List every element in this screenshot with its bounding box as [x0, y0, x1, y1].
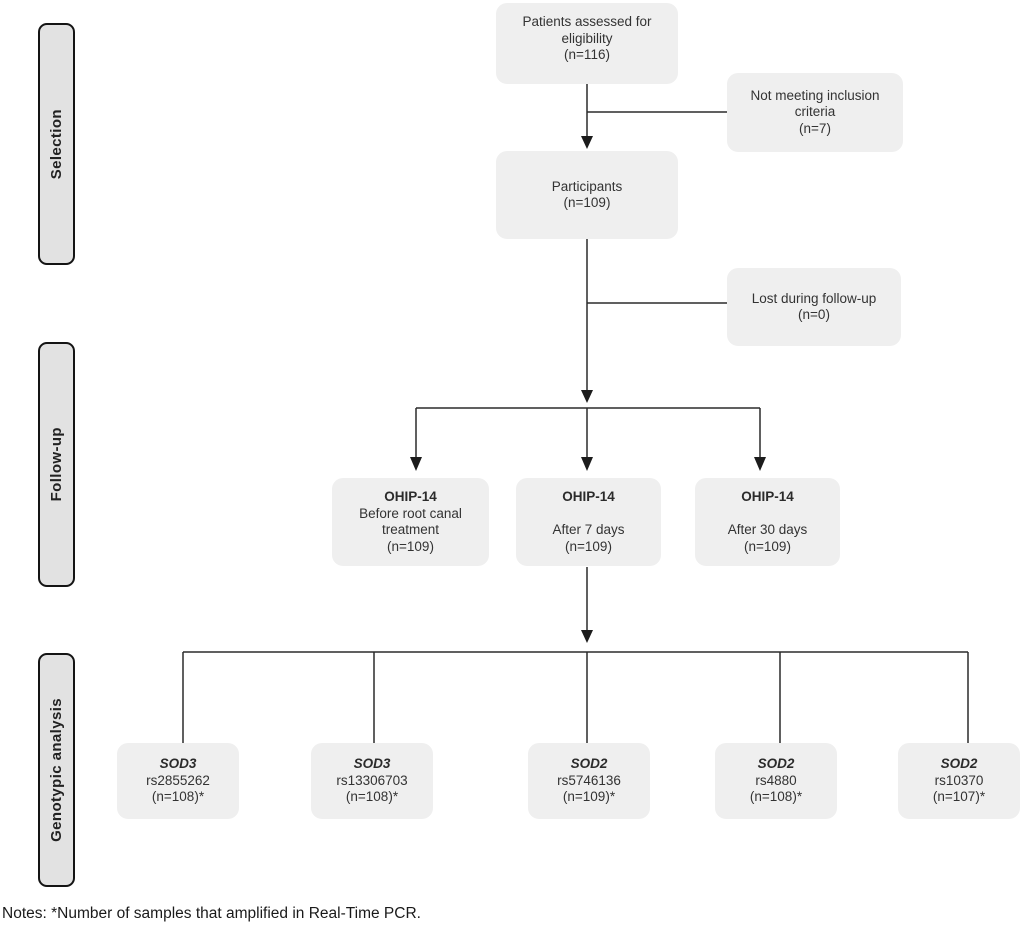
- stage-label-genotypic-analysis: Genotypic analysis: [38, 653, 75, 887]
- node-title: OHIP-14: [741, 489, 794, 504]
- node-count: (n=109): [565, 538, 612, 554]
- node-gene: SOD2: [940, 756, 978, 772]
- node-count: (n=108)*: [151, 789, 205, 805]
- arrow-eligibility-to-participants: [581, 84, 593, 149]
- arrow-participants-to-followup: [581, 239, 593, 403]
- flow-node-sod3-rs2855262: SOD3 rs2855262 (n=108)*: [117, 743, 239, 819]
- flow-node-eligibility: Patients assessed for eligibility (n=116…: [496, 3, 678, 84]
- flow-node-ohip-baseline: OHIP-14 Before root canal treatment (n=1…: [332, 478, 489, 566]
- flow-node-sod2-rs10370: SOD2 rs10370 (n=107)*: [898, 743, 1020, 819]
- arrow-to-ohip-30days: [754, 408, 766, 471]
- node-rs-id: rs5746136: [557, 772, 621, 788]
- node-text: Not meeting inclusion criteria: [750, 87, 880, 120]
- node-count: (n=109)*: [562, 789, 616, 805]
- node-rs-id: rs13306703: [336, 772, 408, 788]
- node-text: Patients assessed for eligibility: [522, 14, 652, 46]
- stage-label-selection: Selection: [38, 23, 75, 265]
- flow-node-sod3-rs13306703: SOD3 rs13306703 (n=108)*: [311, 743, 433, 819]
- stage-label-follow-up: Follow-up: [38, 342, 75, 587]
- node-rs-id: rs4880: [755, 772, 797, 788]
- node-gene: SOD2: [570, 756, 608, 772]
- node-rs-id: rs2855262: [146, 772, 210, 788]
- node-gene: SOD3: [353, 756, 391, 772]
- node-count: (n=7): [799, 120, 831, 136]
- node-count: (n=107)*: [932, 789, 986, 805]
- node-title: OHIP-14: [562, 489, 615, 504]
- stage-label-genotypic-analysis-text: Genotypic analysis: [48, 698, 65, 842]
- node-count: (n=109): [387, 538, 434, 554]
- node-count: (n=108)*: [345, 789, 399, 805]
- node-count: (n=109): [744, 538, 791, 554]
- flow-node-sod2-rs4880: SOD2 rs4880 (n=108)*: [715, 743, 837, 819]
- node-count: (n=0): [798, 307, 830, 322]
- node-text: Participants: [551, 178, 623, 194]
- flow-node-participants: Participants (n=109): [496, 151, 678, 239]
- node-subtitle: Before root canal treatment: [359, 505, 462, 538]
- flow-node-lost-follow-up: Lost during follow-up (n=0): [727, 268, 901, 346]
- node-title: OHIP-14: [384, 489, 437, 504]
- node-count: (n=108)*: [749, 789, 803, 805]
- arrow-ohip-to-genotypic: [581, 567, 593, 643]
- stage-label-selection-text: Selection: [48, 108, 65, 180]
- flow-node-ohip-30-days: OHIP-14 After 30 days (n=109): [695, 478, 840, 566]
- stage-label-follow-up-text: Follow-up: [48, 427, 65, 502]
- node-text: Lost during follow-up: [751, 290, 877, 306]
- node-gene: SOD3: [159, 756, 197, 772]
- notes-text: Notes: *Number of samples that amplified…: [2, 905, 421, 922]
- flow-node-sod2-rs5746136: SOD2 rs5746136 (n=109)*: [528, 743, 650, 819]
- arrow-to-ohip-baseline: [410, 408, 422, 471]
- node-subtitle: After 30 days: [727, 522, 808, 537]
- node-rs-id: rs10370: [934, 772, 984, 788]
- arrow-to-ohip-7days: [581, 408, 593, 471]
- node-gene: SOD2: [757, 756, 795, 772]
- flow-node-not-meeting-criteria: Not meeting inclusion criteria (n=7): [727, 73, 903, 152]
- node-count: (n=116): [564, 47, 610, 62]
- node-subtitle: After 7 days: [552, 522, 625, 537]
- flow-node-ohip-7-days: OHIP-14 After 7 days (n=109): [516, 478, 661, 566]
- node-count: (n=109): [563, 195, 611, 210]
